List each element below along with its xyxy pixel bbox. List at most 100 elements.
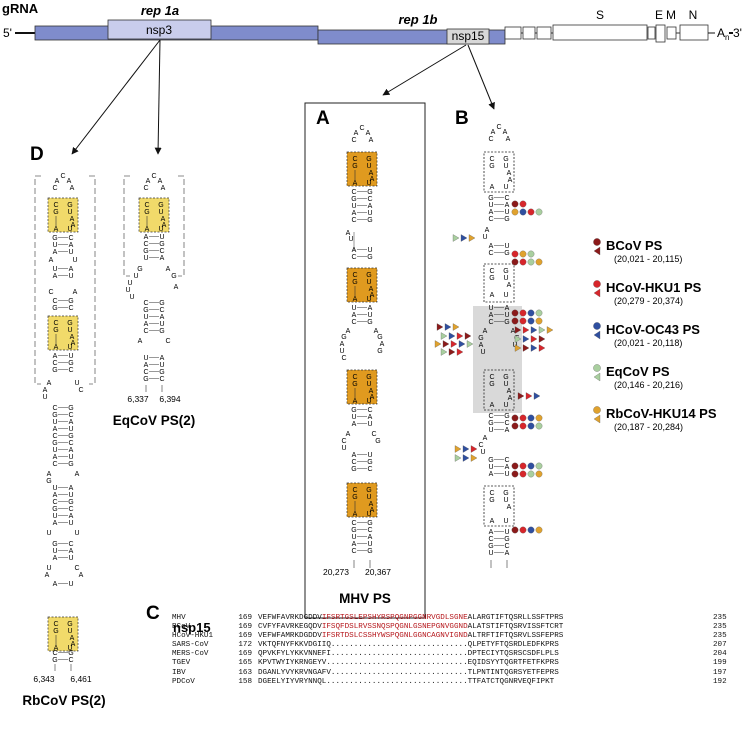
nucleotide: U: [488, 550, 493, 557]
sequence-residues: VEFWFAVRKDGDDVIFSRTGSLEPSHYRSPQGNPGGNRVG…: [258, 614, 563, 623]
residues-pre: CVFYFAVRKEGQDV: [258, 623, 322, 632]
nucleotide: C: [367, 196, 372, 203]
nucleotide: G: [68, 405, 73, 412]
indel-marker: [452, 323, 460, 331]
substitution-marker: [519, 250, 527, 258]
nucleotide: A: [507, 170, 512, 177]
nucleotide: A: [490, 518, 495, 525]
mhv-coord-right: 20,367: [365, 567, 391, 577]
nucleotide: U: [127, 280, 132, 287]
nucleotide: U: [366, 296, 371, 303]
nucleotide: G: [159, 328, 164, 335]
nucleotide: A: [352, 312, 357, 319]
nucleotide: U: [504, 312, 509, 319]
nucleotide: A: [368, 534, 373, 541]
nsp15-box: [446, 28, 490, 45]
nucleotide: A: [144, 362, 149, 369]
nucleotide: G: [367, 189, 372, 196]
nucleotide: C: [68, 657, 73, 664]
residues-pre: DGEELYIYVRYNNQL: [258, 677, 327, 686]
nucleotide: C: [504, 543, 509, 550]
nucleotide: U: [46, 530, 51, 537]
nucleotide: C: [52, 499, 57, 506]
sequence-start: 169: [238, 650, 252, 659]
indel-marker: [440, 332, 448, 340]
nucleotide: C: [367, 407, 372, 414]
genome-map: gRNA 5' nsp3 rep 1a nsp15 rep 1b S E M N: [2, 1, 742, 45]
nucleotide: G: [52, 657, 57, 664]
nucleotide: A: [374, 328, 379, 335]
substitution-marker: [511, 250, 519, 258]
rbcov-motif-box-3: [47, 616, 79, 652]
residues-insertion: IFSRTDSLCSSHYWSPQGNLGGNCAGNVIGND: [321, 632, 468, 641]
substitution-marker: [511, 422, 519, 430]
substitution-marker: [511, 317, 519, 325]
nucleotide: U: [159, 362, 164, 369]
nucleotide: U: [503, 184, 508, 191]
nucleotide: A: [490, 184, 495, 191]
nucleotide: A: [506, 136, 511, 143]
nucleotide: C: [351, 319, 356, 326]
nucleotide: C: [489, 268, 494, 275]
residues-post: ...............................EQIDSYYTQ…: [326, 659, 559, 668]
nucleotide: G: [504, 536, 509, 543]
nucleotide: C: [351, 459, 356, 466]
nucleotide: G: [53, 628, 58, 635]
nucleotide: A: [483, 435, 488, 442]
residues-pre: VEFWFAVRKDGDDV: [258, 614, 322, 622]
nucleotide: U: [482, 234, 487, 241]
nucleotide: C: [352, 487, 357, 494]
substitution-marker: [511, 258, 519, 266]
nucleotide: A: [366, 130, 371, 137]
map-arrows: [71, 39, 495, 155]
substitution-marker: [527, 526, 535, 534]
nucleotide: U: [52, 447, 57, 454]
nucleotide: A: [505, 202, 510, 209]
indel-marker: [448, 348, 456, 356]
nucleotide: U: [67, 327, 72, 334]
sequence-name: SARS-CoV: [172, 641, 209, 650]
substitution-marker: [535, 470, 543, 478]
nucleotide: G: [46, 478, 51, 485]
substitution-marker: [535, 414, 543, 422]
residues-post: ALTRFTIFTQSRVLSSFEPRS: [467, 632, 564, 641]
legend-indel-symbol: [593, 372, 601, 382]
substitution-marker: [511, 470, 519, 478]
nucleotide: U: [339, 348, 344, 355]
gene-s-label: S: [596, 8, 604, 22]
nucleotide: G: [352, 494, 357, 501]
nucleotide: C: [144, 202, 149, 209]
nucleotide: G: [367, 217, 372, 224]
eqcov-ps2-name: EqCoV PS(2): [113, 413, 196, 428]
substitution-marker: [519, 317, 527, 325]
nucleotide: A: [161, 185, 166, 192]
nucleotide: G: [504, 413, 509, 420]
nucleotide: U: [366, 511, 371, 518]
nucleotide: G: [367, 319, 372, 326]
nucleotide: A: [380, 341, 385, 348]
nucleotide: A: [71, 340, 76, 347]
nucleotide: U: [68, 581, 73, 588]
mhv-coord-left: 20,273: [323, 567, 349, 577]
nucleotide: G: [503, 268, 508, 275]
rbcov-motif-box-1: [47, 197, 79, 233]
nucleotide: A: [71, 222, 76, 229]
nucleotide: A: [69, 548, 74, 555]
nucleotide: C: [488, 413, 493, 420]
legend-range: (20,187 - 20,284): [614, 422, 683, 432]
nucleotide: C: [351, 520, 356, 527]
nucleotide: C: [488, 536, 493, 543]
nsp3-box: [107, 19, 212, 40]
residues-pre: KPVTWYIYKRNGEYV: [258, 659, 327, 668]
nucleotide: U: [52, 242, 57, 249]
nucleotide: C: [496, 124, 501, 131]
substitution-marker: [511, 200, 519, 208]
sequence-end: 199: [713, 659, 727, 668]
nucleotide: U: [68, 492, 73, 499]
substitution-marker: [527, 250, 535, 258]
nucleotide: G: [53, 209, 58, 216]
nucleotide: G: [143, 307, 148, 314]
